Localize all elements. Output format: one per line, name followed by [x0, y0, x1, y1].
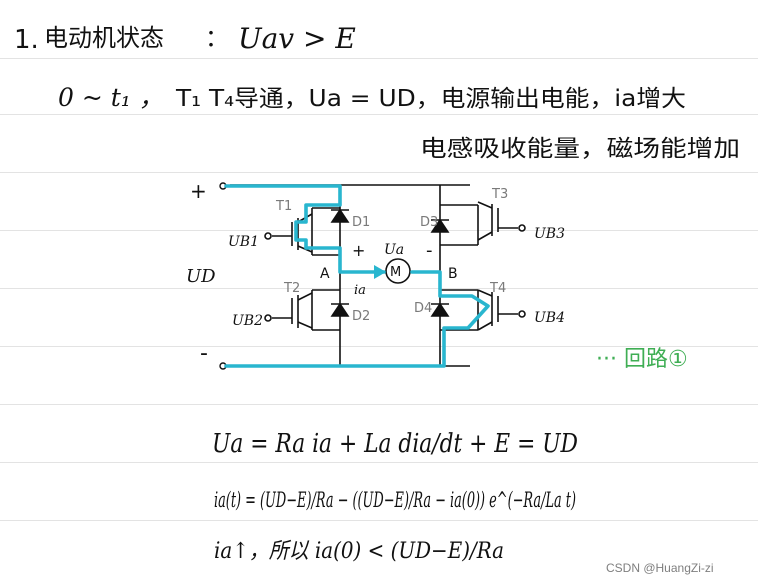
heading-title: 电动机状态 [44, 24, 164, 52]
label-ub3: UB3 [534, 226, 565, 242]
ruled-line [0, 58, 758, 59]
label-d3: D3 [420, 215, 438, 230]
label-t1: T1 [275, 199, 292, 214]
motor-plus-label: + [352, 241, 365, 260]
label-ub4: UB4 [534, 310, 565, 326]
heading-number: 1. [14, 25, 39, 55]
ruled-line [0, 114, 758, 115]
diode-d3 [430, 218, 450, 233]
loop-annotation: ··· 回路① [596, 347, 688, 372]
minus-terminal-label: - [200, 341, 208, 366]
diode-d2 [330, 302, 350, 317]
transistor-t2 [264, 292, 313, 329]
label-d2: D2 [352, 309, 370, 324]
label-t4: T4 [489, 281, 506, 296]
heading-colon: ： [205, 24, 229, 52]
watermark: CSDN @HuangZi-zi [606, 561, 714, 575]
equation-initial-condition: ia↑，所以 ia(0) < (UD−E)/Ra [214, 539, 504, 564]
source-voltage-label: UD [186, 266, 216, 287]
diode-d4 [430, 302, 450, 317]
label-d1: D1 [352, 215, 370, 230]
transistor-t3 [477, 201, 526, 241]
label-d4: D4 [414, 301, 432, 316]
ruled-line [0, 404, 758, 405]
ruled-line [0, 288, 758, 289]
time-interval: 0 ~ t₁ ， [58, 83, 164, 112]
equation-voltage: Ua = Ra ia + La dia/dt + E = UD [212, 429, 578, 459]
ruled-line [0, 520, 758, 521]
current-arrow-icon [374, 265, 386, 279]
node-a-label: A [320, 266, 330, 282]
motor-minus-label: - [426, 240, 433, 261]
label-ub1: UB1 [228, 234, 259, 250]
description-line-2: 电感吸收能量，磁场能增加 [420, 136, 740, 162]
label-t2: T2 [283, 281, 300, 296]
motor-symbol [385, 258, 411, 284]
motor-letter: M [390, 265, 401, 280]
plus-terminal-label: + [190, 179, 207, 203]
label-t3: T3 [491, 187, 508, 202]
label-ub2: UB2 [232, 313, 263, 329]
current-label: ia [354, 283, 366, 298]
current-loop-path [224, 184, 490, 368]
heading-condition: Uav > E [238, 22, 356, 55]
description-line-1: T₁ T₄导通，Ua = UD，电源输出电能，ia增大 [175, 86, 686, 112]
diode-d1 [330, 208, 350, 223]
transistor-t4 [477, 289, 526, 331]
equation-current: ia(t) = (UD−E)/Ra − ((UD−E)/Ra − ia(0)) … [214, 488, 576, 512]
node-b-label: B [448, 266, 458, 282]
ruled-line [0, 462, 758, 463]
ruled-line [0, 230, 758, 231]
ruled-line [0, 346, 758, 347]
ruled-line [0, 172, 758, 173]
motor-voltage-label: Ua [384, 242, 404, 258]
